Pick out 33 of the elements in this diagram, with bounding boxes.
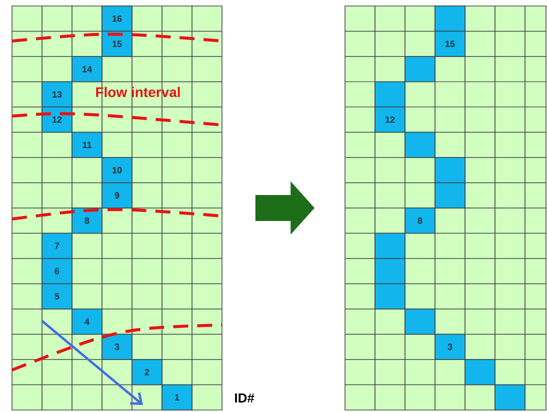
highlighted-cell — [464, 359, 496, 386]
highlighted-cell — [404, 308, 436, 335]
numbered-cell: 15 — [102, 30, 132, 57]
numbered-cell: 10 — [102, 157, 132, 184]
numbered-cell: 6 — [42, 258, 72, 284]
highlighted-cell — [434, 6, 466, 32]
numbered-cell: 9 — [102, 182, 132, 208]
numbered-cell: 15 — [434, 30, 466, 57]
numbered-cell: 3 — [434, 334, 466, 360]
highlighted-cell — [404, 132, 436, 158]
numbered-cell: 3 — [102, 334, 132, 360]
numbered-cell: 7 — [42, 232, 72, 259]
highlighted-cell — [434, 157, 466, 184]
numbered-cell: 14 — [72, 56, 102, 82]
highlighted-cell — [374, 283, 406, 310]
highlighted-cell — [404, 56, 436, 82]
numbered-cell: 2 — [132, 359, 162, 386]
numbered-cell: 12 — [374, 106, 406, 133]
numbered-cell: 12 — [42, 106, 72, 133]
numbered-cell: 13 — [42, 81, 72, 108]
numbered-cell: 4 — [72, 308, 102, 335]
numbered-cell: 8 — [72, 208, 102, 234]
highlighted-cell — [374, 258, 406, 284]
numbered-cell: 5 — [42, 283, 72, 310]
highlighted-cell — [374, 232, 406, 259]
highlighted-cell — [374, 81, 406, 108]
numbered-cell: 11 — [72, 132, 102, 158]
numbered-cell: 8 — [404, 208, 436, 234]
numbered-cell: 1 — [162, 384, 192, 410]
highlighted-cell — [494, 384, 526, 410]
numbered-cell: 16 — [102, 6, 132, 32]
axis-label: ID# — [235, 394, 254, 402]
highlighted-cell — [434, 182, 466, 208]
